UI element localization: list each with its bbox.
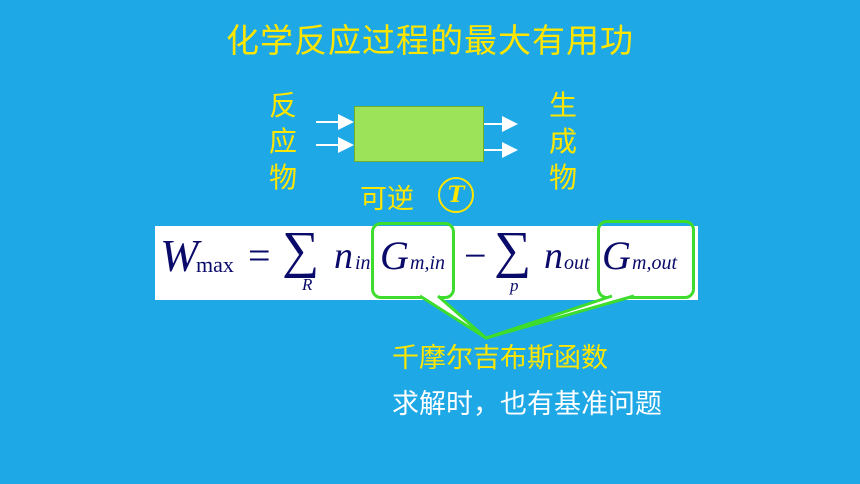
callout-box-in	[371, 222, 455, 299]
eq-n-in-sub: in	[355, 252, 371, 274]
products-char-1: 生	[548, 89, 577, 122]
callout-pointer-out	[484, 294, 635, 340]
reactants-label: 反 应 物	[266, 88, 300, 196]
eq-W-sub: max	[196, 252, 234, 277]
callout-box-out	[597, 220, 695, 299]
reactants-char-3: 物	[268, 161, 297, 194]
equation-box	[155, 226, 698, 300]
reactants-char-2: 应	[268, 125, 297, 158]
slide-title: 化学反应过程的最大有用功	[226, 21, 634, 60]
callout-pointer-in	[419, 294, 488, 340]
eq-sum-1: ∑	[282, 222, 320, 279]
eq-n-out-sub: out	[564, 252, 590, 274]
reactants-char-1: 反	[268, 89, 297, 122]
eq-G-in: G	[380, 233, 409, 278]
gibbs-function-label: 千摩尔吉布斯函数	[392, 343, 608, 374]
reversible-label: 可逆	[360, 184, 414, 215]
eq-sum-1-sub: R	[302, 275, 313, 294]
eq-n-in: n	[334, 235, 353, 277]
products-label: 生 成 物	[546, 88, 580, 196]
eq-n-out: n	[544, 235, 563, 277]
eq-G-in-sub: m,in	[410, 252, 445, 274]
eq-G-out-sub: m,out	[632, 252, 677, 274]
process-box	[354, 106, 484, 162]
eq-G-out: G	[602, 233, 631, 278]
eq-sum-2-sub: p	[510, 276, 519, 295]
products-char-3: 物	[548, 161, 577, 194]
reference-note: 求解时，也有基准问题	[392, 389, 662, 420]
products-char-2: 成	[548, 125, 577, 158]
eq-minus: −	[464, 233, 487, 278]
eq-sum-2: ∑	[494, 222, 532, 279]
eq-W: W	[160, 230, 199, 281]
eq-equals: =	[248, 233, 271, 278]
temperature-symbol: T	[438, 177, 474, 213]
